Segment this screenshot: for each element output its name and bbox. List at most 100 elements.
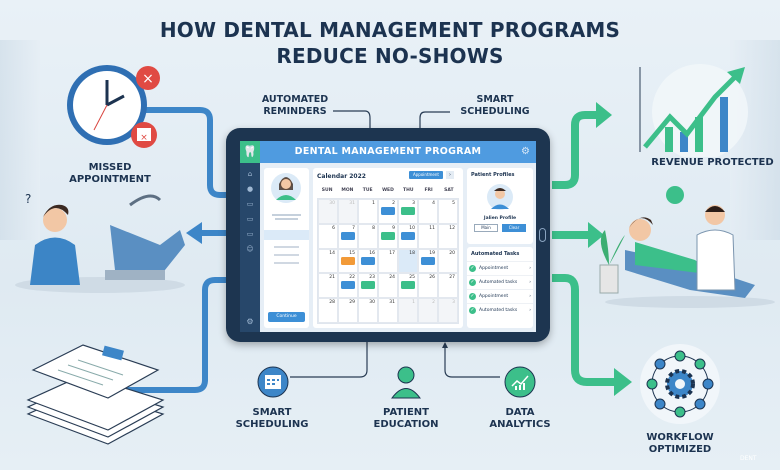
calendar-day-cell[interactable]: 5 [438,199,458,224]
clock-icon: × × [67,65,160,148]
calendar-day-cell[interactable]: 2 [418,298,438,323]
calendar-day-cell[interactable]: 4 [418,199,438,224]
automated-task-item[interactable]: ✓Appointment › [467,261,533,275]
data-analytics-chart-icon [504,366,536,398]
appointment-event[interactable] [401,281,415,290]
appointment-event[interactable] [401,207,415,215]
calendar-day-cell[interactable]: 29 [338,298,358,323]
chevron-right-icon: › [529,280,531,285]
calendar-day-cell[interactable]: 7 [338,223,358,249]
task-label: Automated tasks [479,308,518,313]
task-label: Appointment [479,266,509,271]
appointment-event[interactable] [361,256,375,265]
appointment-event[interactable] [341,231,355,240]
calendar-day-cell[interactable]: 9 [378,223,398,249]
automated-tasks-title: Automated Tasks [471,251,520,257]
calendar-day-cell[interactable]: 1 [398,298,418,323]
calendar-day-cell[interactable]: 6 [318,223,338,249]
appointment-event[interactable] [341,256,355,265]
calendar-day-cell[interactable]: 31 [338,199,358,224]
svg-text:×: × [140,133,148,143]
calendar-day-cell[interactable]: 15 [338,248,358,274]
inbox-icon[interactable]: ▭ [246,230,254,238]
calendar-day-cell[interactable]: 16 [358,248,378,274]
calendar-day-cell[interactable]: 31 [378,298,398,323]
calendar-check-icon[interactable]: ▭ [246,215,254,223]
chevron-right-icon: › [529,266,531,271]
calendar-day-cell[interactable]: 21 [318,273,338,299]
day-number: 12 [449,225,455,231]
home-icon[interactable]: ⌂ [247,170,253,178]
day-number: 15 [349,250,355,256]
appointment-event[interactable] [401,231,415,240]
calendar-day-cell[interactable]: 26 [418,273,438,299]
check-icon: ✓ [469,307,476,314]
day-number: 17 [389,250,395,256]
patient-profiles-panel: Patient Profiles Jalien Profile Main Cle… [467,168,533,244]
continue-button[interactable]: Continue [268,312,305,322]
check-icon: ✓ [469,293,476,300]
calendar-day-cell[interactable]: 3 [438,298,458,323]
day-number: 10 [409,225,415,231]
automated-task-item[interactable]: ✓Automated tasks› [467,275,533,289]
smile-icon[interactable]: ☺ [246,245,254,253]
calendar-day-cell[interactable]: 2 [378,199,398,224]
calendar-day-cell[interactable]: 12 [438,223,458,249]
weekday-label: FRI [424,188,433,193]
day-number: 31 [389,300,395,306]
appointment-event[interactable] [421,256,435,265]
sidebar-settings-icon[interactable]: ⚙ [246,317,254,326]
next-month-chevron-icon[interactable]: › [446,171,454,179]
day-number: 23 [369,275,375,281]
day-number: 11 [429,225,435,231]
calendar-day-cell[interactable]: 28 [318,298,338,323]
day-number: 19 [429,250,435,256]
calendar-day-cell[interactable]: 18 [398,248,418,274]
calendar-day-cell[interactable]: 19 [418,248,438,274]
day-number: 3 [452,300,455,306]
calendar-day-cell[interactable]: 30 [358,298,378,323]
calendar-day-cell[interactable]: 24 [378,273,398,299]
weekday-label: SUN [321,188,333,193]
main-button[interactable]: Main [474,224,498,232]
calendar-day-cell[interactable]: 14 [318,248,338,274]
weekday-label: SAT [444,188,454,193]
appointment-event[interactable] [361,281,375,290]
staff-avatar [271,173,301,203]
calendar-day-cell[interactable]: 23 [358,273,378,299]
user-icon[interactable]: ● [246,185,254,193]
appointment-event[interactable] [381,207,395,215]
calendar-day-cell[interactable]: 10 [398,223,418,249]
calendar-day-cell[interactable]: 30 [318,199,338,224]
calendar-day-cell[interactable]: 27 [438,273,458,299]
calendar-day-cell[interactable]: 3 [398,199,418,224]
appointment-event[interactable] [381,231,395,240]
check-icon: ✓ [469,265,476,272]
automated-task-item[interactable]: ✓Automated tasks› [467,303,533,317]
calendar-day-cell[interactable]: 1 [358,199,378,224]
day-number: 27 [449,275,455,281]
day-number: 3 [412,201,415,206]
app-screen: DENTAL MANAGEMENT PROGRAM 🦷 ⚙ ⌂●▭▭▭☺ ⚙ C… [240,141,536,332]
calendar-day-cell[interactable]: 25 [398,273,418,299]
appointment-button[interactable]: Appointment [409,171,443,179]
stressed-patient-illustration: ? [15,192,185,293]
calendar-day-cell[interactable]: 17 [378,248,398,274]
smart-scheduling-calendar-icon [257,366,289,398]
calendar-day-cell[interactable]: 20 [438,248,458,274]
day-number: 14 [329,250,335,256]
appointment-event[interactable] [341,281,355,290]
calendar-icon[interactable]: ▭ [246,200,254,208]
day-number: 30 [329,201,335,206]
day-number: 25 [409,275,415,281]
day-number: 22 [349,275,355,281]
automated-task-item[interactable]: ✓Appointment› [467,289,533,303]
clear-button[interactable]: Clear [502,224,526,232]
settings-gear-icon[interactable]: ⚙ [521,146,530,157]
weekday-label: TUE [362,188,373,193]
calendar-day-cell[interactable]: 11 [418,223,438,249]
calendar-day-cell[interactable]: 22 [338,273,358,299]
task-label: Automated tasks [479,280,518,285]
calendar-day-cell[interactable]: 8 [358,223,378,249]
